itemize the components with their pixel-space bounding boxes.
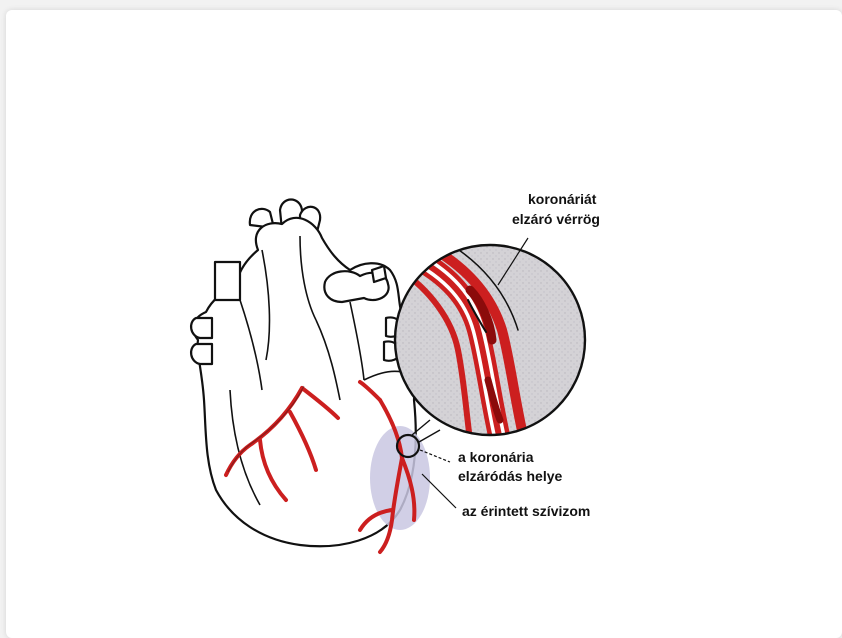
label-occlusion-line1: a koronária [458, 449, 534, 465]
label-affected-myocardium: az érintett szívizom [462, 503, 590, 519]
label-clot-line1: koronáriát [528, 191, 597, 207]
label-clot-line2: elzáró vérrög [512, 211, 600, 227]
label-occlusion-line2: elzáródás helye [458, 468, 562, 484]
magnifier-lens [395, 244, 585, 440]
